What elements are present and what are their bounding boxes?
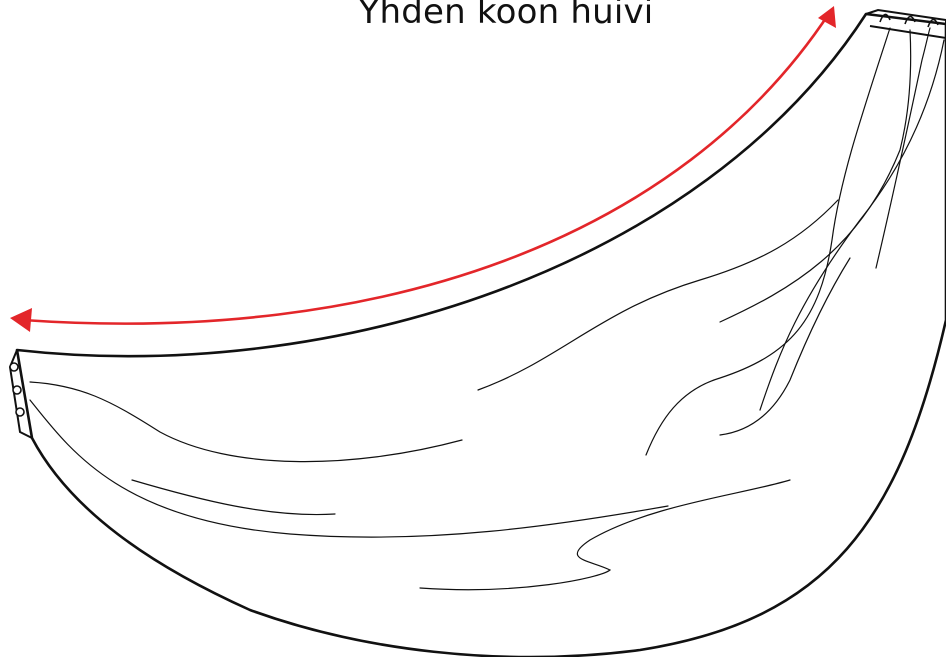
size-arrow bbox=[22, 11, 832, 325]
fold-line bbox=[477, 199, 839, 391]
fold-line bbox=[29, 399, 669, 538]
size-arrow-head-right bbox=[818, 6, 836, 28]
left-hem bbox=[8, 349, 33, 439]
diagram-title: Yhden koon huivi bbox=[358, 0, 654, 32]
fold-line bbox=[131, 479, 336, 516]
hem-loop bbox=[879, 13, 891, 23]
fold-line bbox=[645, 27, 891, 456]
hem-button bbox=[12, 385, 22, 395]
size-arrow-head-left bbox=[10, 308, 32, 332]
fold-line bbox=[29, 381, 463, 463]
top-hem bbox=[865, 8, 946, 40]
hem-loop bbox=[904, 15, 916, 25]
fold-line bbox=[875, 27, 931, 269]
fold-line bbox=[719, 29, 912, 323]
hem-loop bbox=[927, 18, 939, 28]
hem-button bbox=[15, 407, 25, 417]
hem-button bbox=[9, 362, 19, 372]
fold-line bbox=[719, 257, 851, 436]
fold-lines bbox=[29, 27, 945, 591]
fold-line bbox=[419, 479, 791, 591]
fold-line bbox=[759, 39, 945, 411]
scarf-outline bbox=[15, 12, 946, 657]
